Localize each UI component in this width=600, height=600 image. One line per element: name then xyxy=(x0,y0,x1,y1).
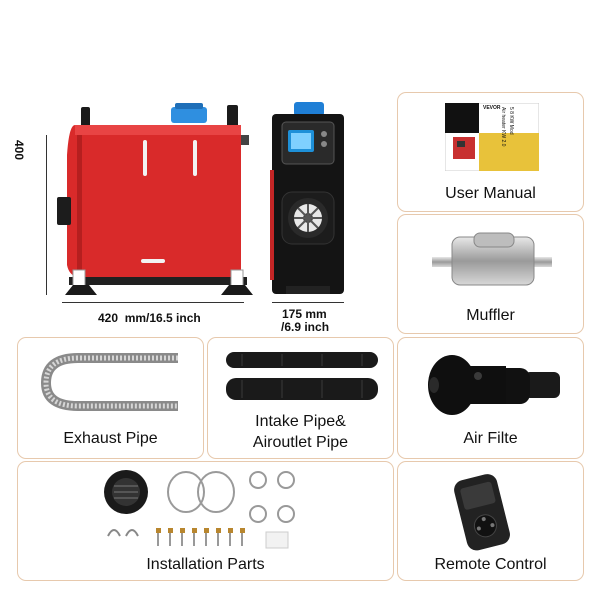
air-filter-label: Air Filte xyxy=(463,430,518,447)
intake-pipe-label-2: Airoutlet Pipe xyxy=(252,434,349,451)
accessory-card-air-filter: Air Filte xyxy=(397,337,584,459)
exhaust-pipe-image xyxy=(38,348,188,413)
intake-pipe-label-1: Intake Pipe& xyxy=(255,413,346,430)
accessory-card-remote-control: Remote Control xyxy=(397,461,584,581)
remote-control-label: Remote Control xyxy=(434,556,547,573)
manual-title-line2: 5 8 KW Mod xyxy=(508,107,514,135)
height-dimension-line xyxy=(46,135,47,295)
heater-front-unit-image xyxy=(268,100,348,300)
depth-dimension-label-2: /6.9 inch xyxy=(281,320,330,334)
remote-control-image xyxy=(448,470,518,554)
heater-main-unit-image xyxy=(55,95,255,305)
installation-parts-image xyxy=(96,466,326,552)
installation-parts-label: Installation Parts xyxy=(146,556,265,573)
height-dimension-label: 400 xyxy=(12,140,26,161)
depth-dimension-line xyxy=(272,302,344,303)
accessory-card-exhaust-pipe: Exhaust Pipe xyxy=(17,337,204,459)
muffler-image xyxy=(426,223,558,295)
user-manual-image xyxy=(445,103,539,171)
depth-dimension-label-1: 175 mm xyxy=(282,307,327,321)
accessory-card-installation-parts: Installation Parts xyxy=(17,461,394,581)
accessory-card-intake-pipe: Intake Pipe& Airoutlet Pipe xyxy=(207,337,394,459)
width-dimension-line xyxy=(62,302,244,303)
intake-pipe-image xyxy=(222,348,382,408)
accessory-card-user-manual: VEVOR Air heater KW 2.0 5 8 KW Mod User … xyxy=(397,92,584,212)
manual-brand-text: VEVOR xyxy=(483,105,501,111)
manual-title-line1: Air heater KW 2.0 xyxy=(500,107,506,147)
width-dimension-label: 420 mm/16.5 inch xyxy=(98,311,201,325)
accessory-card-muffler: Muffler xyxy=(397,214,584,334)
user-manual-label: User Manual xyxy=(445,185,536,202)
air-filter-image xyxy=(426,352,566,418)
muffler-label: Muffler xyxy=(466,307,515,324)
exhaust-pipe-label: Exhaust Pipe xyxy=(63,430,158,447)
